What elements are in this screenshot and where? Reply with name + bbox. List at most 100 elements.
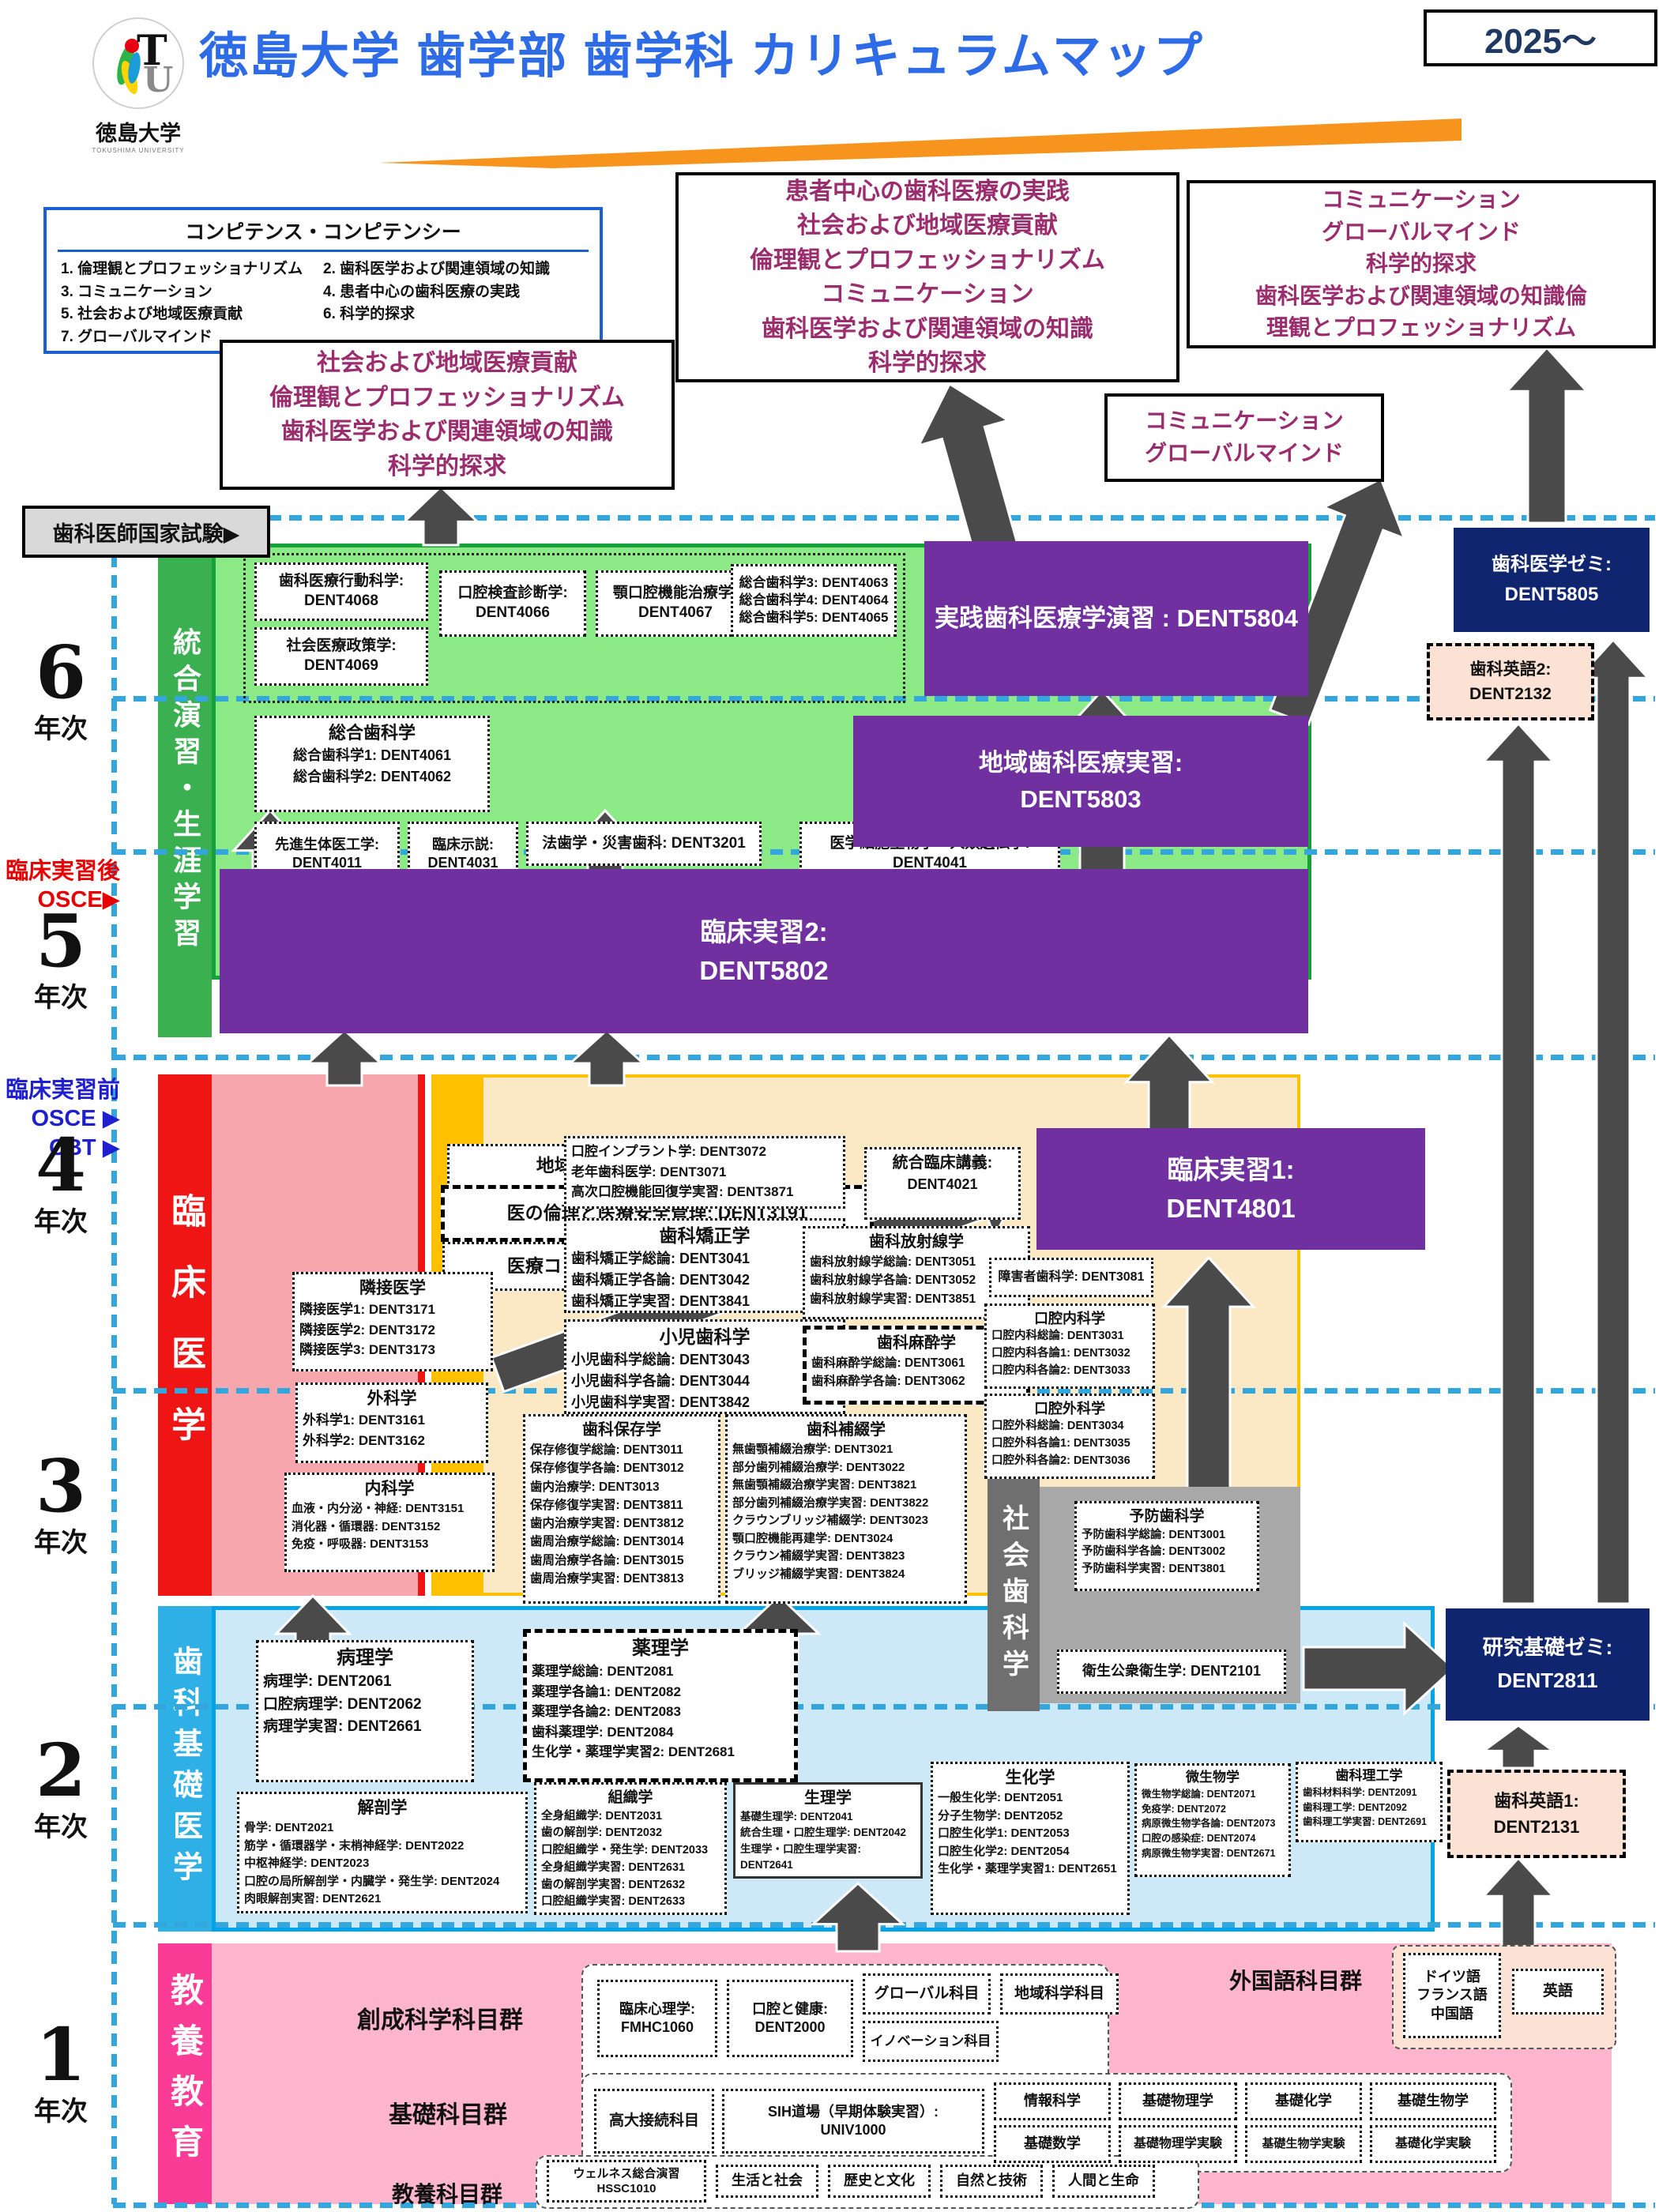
logo-subtitle: TOKUSHIMA UNIVERSITY — [92, 147, 185, 154]
svg-text:T: T — [137, 27, 167, 75]
year-divider — [22, 515, 1655, 521]
flow-arrow — [1480, 1856, 1556, 1948]
page-title: 徳島大学 歯学部 歯学科 カリキュラムマップ — [199, 29, 1204, 84]
course-koken: 口腔と健康:DENT2000 — [727, 1980, 853, 2057]
course-dent4021: 統合臨床講義:DENT4021 — [864, 1147, 1021, 1220]
flow-arrow — [1302, 1620, 1456, 1717]
flow-arrow — [1480, 1724, 1557, 1770]
course-butsuri: 基礎物理学 — [1119, 2082, 1237, 2120]
course-joho: 情報科学 — [994, 2082, 1111, 2120]
flow-arrow — [566, 1028, 647, 1087]
group-label-kyoyo: 教養科目群 — [392, 2182, 503, 2206]
strip-liberal-arts: 教養教育 — [158, 1943, 212, 2204]
course-doitsu: ドイツ語フランス語中国語 — [1403, 1953, 1501, 2038]
strip-integrated-learning: 統合演習・生涯学習 — [158, 544, 212, 1037]
course-dent2811: 研究基礎ゼミ:DENT2811 — [1446, 1608, 1650, 1721]
course-kagakuj: 基礎化学実験 — [1370, 2125, 1496, 2163]
course-kagaku: 基礎化学 — [1245, 2082, 1362, 2120]
course-sugaku: 基礎数学 — [994, 2125, 1111, 2163]
logo-name: 徳島大学 — [96, 122, 181, 145]
strip-clinical-medicine: 臨床医学 — [158, 1074, 212, 1596]
course-dent2131: 歯科英語1:DENT2131 — [1447, 1770, 1626, 1858]
course-seibutsuj: 基礎生物学実験 — [1245, 2125, 1362, 2163]
group-label-sosei: 創成科学科目群 — [357, 2007, 523, 2033]
strip-basic-dental-science: 歯科基礎医学 — [158, 1606, 212, 1932]
outcome-box-center: 患者中心の歯科医療の実践社会および地域医療貢献倫理観とプロフェッショナリズムコミ… — [675, 172, 1179, 382]
course-sih: SIH道場（早期体験実習）:UNIV1000 — [722, 2089, 984, 2154]
svg-text:U: U — [143, 60, 173, 100]
course-dent5805: 歯科医学ゼミ:DENT5805 — [1454, 528, 1650, 632]
course-ningen: 人間と生命 — [1052, 2165, 1155, 2198]
flow-arrow — [1480, 721, 1556, 1605]
outcome-box-right: コミュニケーショングローバルマインド科学的探求歯科医学および関連領域の知識倫理観… — [1187, 180, 1656, 348]
group-label-kiso: 基礎科目群 — [389, 2102, 507, 2128]
year-divider — [113, 696, 1655, 702]
timeline-vertical-guide — [111, 514, 117, 2204]
university-logo: T U 徳島大学 TOKUSHIMA UNIVERSITY — [87, 16, 190, 186]
strip-social-dentistry: 社会歯科学 — [988, 1479, 1040, 1711]
outcome-box-communication: コミュニケーショングローバルマインド — [1104, 393, 1384, 482]
competency-divider — [58, 250, 589, 252]
group-label-lang: 外国語科目群 — [1229, 1969, 1363, 1993]
course-chiiki: 地域科学科目 — [1000, 1973, 1119, 2014]
course-butsurij: 基礎物理学実験 — [1119, 2125, 1237, 2163]
course-dent5803: 地域歯科医療実習:DENT5803 — [853, 716, 1308, 847]
course-shizen: 自然と技術 — [940, 2165, 1043, 2198]
course-dent4067: 顎口腔機能治療学:DENT4067 — [596, 570, 755, 637]
flow-arrow — [810, 1881, 906, 1953]
course-dent2132: 歯科英語2:DENT2132 — [1427, 643, 1594, 720]
year-range-badge: 2025〜 — [1424, 9, 1657, 66]
course-dent5802: 臨床実習2:DENT5802 — [220, 869, 1308, 1033]
flow-arrow — [1161, 1255, 1257, 1501]
course-dent4801: 臨床実習1:DENT4801 — [1036, 1128, 1425, 1250]
course-dent5804: 実践歯科医療学演習 : DENT5804 — [924, 541, 1308, 696]
flow-arrow — [916, 382, 1020, 561]
course-seikatsu: 生活と社会 — [716, 2165, 818, 2198]
course-dent4066: 口腔検査診断学:DENT4066 — [439, 570, 586, 637]
outcome-box-left: 社会および地域医療貢献倫理観とプロフェッショナリズム歯科医学および関連領域の知識… — [220, 340, 675, 490]
national-exam-label: 歯科医師国家試験▶ — [22, 506, 270, 558]
course-dent3081: 障害者歯科学: DENT3081 — [989, 1258, 1153, 1297]
flow-arrow — [1504, 345, 1589, 525]
course-dent2101: 衛生公衆衛生学: DENT2101 — [1057, 1650, 1286, 1694]
course-innov: イノベーション科目 — [863, 2021, 999, 2062]
course-kodai: 高大接続科目 — [594, 2089, 714, 2154]
flow-arrow — [304, 1028, 385, 1087]
course-dent3201: 法歯学・災害歯科: DENT3201 — [526, 822, 762, 866]
course-rinshin: 臨床心理学:FMHC1060 — [597, 1980, 717, 2057]
course-seibutsu: 基礎生物学 — [1370, 2082, 1496, 2120]
year-divider — [113, 1055, 1655, 1060]
course-eigo: 英語 — [1512, 1969, 1604, 2014]
course-dent4068: 歯科医療行動科学:DENT4068 — [254, 562, 428, 621]
flow-arrow — [401, 484, 480, 547]
